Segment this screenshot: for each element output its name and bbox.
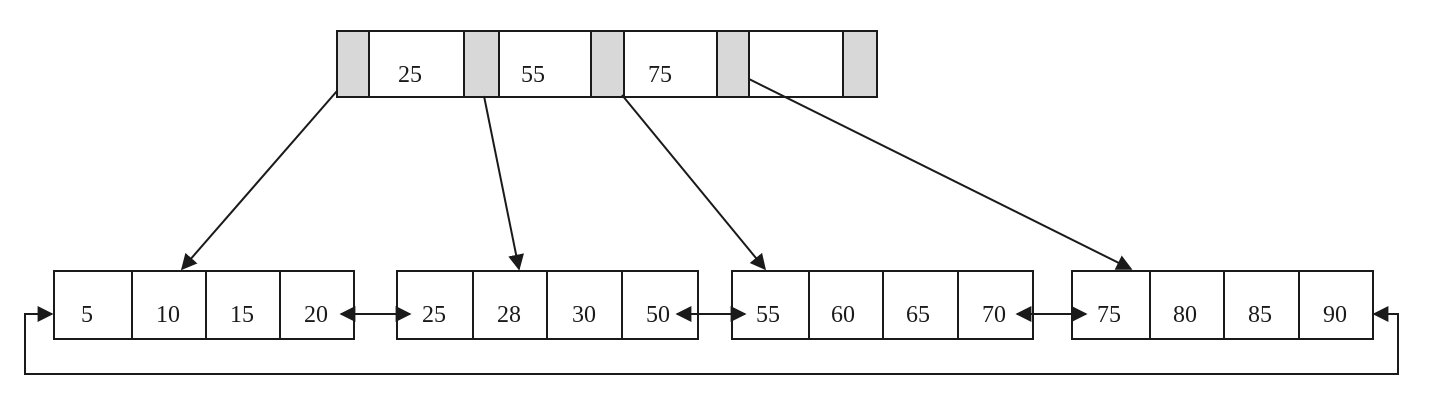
leaf-cell (882, 270, 959, 340)
leaf-cell (279, 270, 355, 340)
root-key: 75 (648, 62, 672, 88)
child-pointer-arrows (180, 78, 1133, 271)
leaf-cell (205, 270, 281, 340)
root-pointer-0 (336, 30, 370, 98)
leaf-key: 80 (1173, 302, 1197, 328)
wraparound-link-arrow (24, 306, 1399, 375)
root-key: 25 (398, 62, 422, 88)
root-pointer-3 (716, 30, 750, 98)
root-key-cell-3 (748, 30, 844, 98)
leaf-key: 90 (1323, 302, 1347, 328)
root-pointer-4 (842, 30, 878, 98)
root-pointer-1 (463, 30, 500, 98)
leaf-key: 65 (906, 302, 930, 328)
leaf-cell (546, 270, 623, 340)
root-key: 55 (521, 62, 545, 88)
leaf-key: 85 (1248, 302, 1272, 328)
root-pointer-2 (590, 30, 625, 98)
leaf-node: 5 10 15 20 (53, 270, 355, 340)
leaf-cell (957, 270, 1034, 340)
root-key-cell-1 (498, 30, 592, 98)
root-key-cell-0 (368, 30, 465, 98)
leaf-key: 30 (572, 302, 596, 328)
leaf-key: 70 (982, 302, 1006, 328)
leaf-cell (1298, 270, 1374, 340)
leaf-key: 60 (831, 302, 855, 328)
leaf-node: 75 80 85 90 (1071, 270, 1374, 340)
leaf-key: 20 (304, 302, 328, 328)
root-key-cell-2 (623, 30, 718, 98)
leaf-key: 5 (81, 302, 93, 328)
leaf-key: 28 (497, 302, 521, 328)
child-arrow-2 (621, 94, 767, 271)
leaf-key: 15 (230, 302, 254, 328)
leaf-cell (808, 270, 884, 340)
leaf-key: 55 (756, 302, 780, 328)
leaf-cell (621, 270, 699, 340)
root-node: 25 55 75 (336, 30, 878, 98)
leaf-key: 50 (646, 302, 670, 328)
leaf-node: 25 28 30 50 (396, 270, 699, 340)
child-arrow-3 (748, 78, 1133, 270)
leaf-key: 25 (422, 302, 446, 328)
leaf-cell (1149, 270, 1225, 340)
child-arrow-0 (180, 90, 338, 271)
leaf-cell (1223, 270, 1300, 340)
leaf-cell (396, 270, 474, 340)
leaf-cell (53, 270, 133, 340)
child-arrow-1 (483, 95, 524, 271)
leaf-cell (472, 270, 548, 340)
leaf-key: 75 (1097, 302, 1121, 328)
leaf-key: 10 (156, 302, 180, 328)
leaf-node: 55 60 65 70 (731, 270, 1034, 340)
